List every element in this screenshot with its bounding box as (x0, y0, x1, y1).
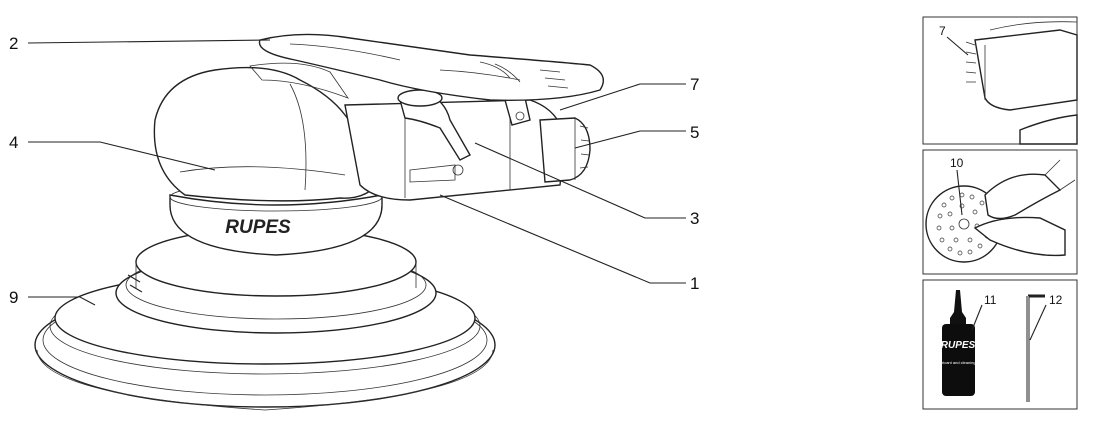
callout-5: 5 (690, 123, 699, 142)
inset-callout-10: 10 (950, 156, 964, 170)
bottle-logo: RUPES (941, 340, 976, 351)
hex-key (1026, 294, 1045, 402)
callout-4: 4 (9, 133, 18, 152)
bottle-label: Lubricant and cleaning oil (935, 360, 980, 365)
inset-pad-change: 10 (922, 149, 1078, 275)
sander-drawing: RUPES (34, 33, 604, 411)
palm-grip (153, 62, 386, 202)
inset-callout-11: 11 (984, 293, 997, 307)
callout-1: 1 (690, 274, 699, 293)
callout-numbers: 2 4 9 7 5 3 1 (9, 34, 699, 307)
inset-callout-7: 7 (939, 24, 946, 38)
inset-callout-12: 12 (1049, 293, 1063, 307)
air-inlet (539, 117, 591, 183)
top-plate (258, 33, 604, 101)
throttle-lever (397, 89, 471, 161)
pad-shroud (115, 227, 437, 334)
callout-3: 3 (690, 209, 699, 228)
inset-accessories: RUPES Lubricant and cleaning oil 11 12 (922, 279, 1078, 410)
oil-bottle: RUPES Lubricant and cleaning oil (935, 290, 981, 396)
callout-2: 2 (9, 34, 18, 53)
tool-logo: RUPES (225, 217, 291, 238)
callout-7: 7 (690, 75, 699, 94)
inset-speed-regulator: 7 (922, 16, 1078, 145)
callout-9: 9 (9, 288, 18, 307)
leader-lines (27, 39, 686, 306)
